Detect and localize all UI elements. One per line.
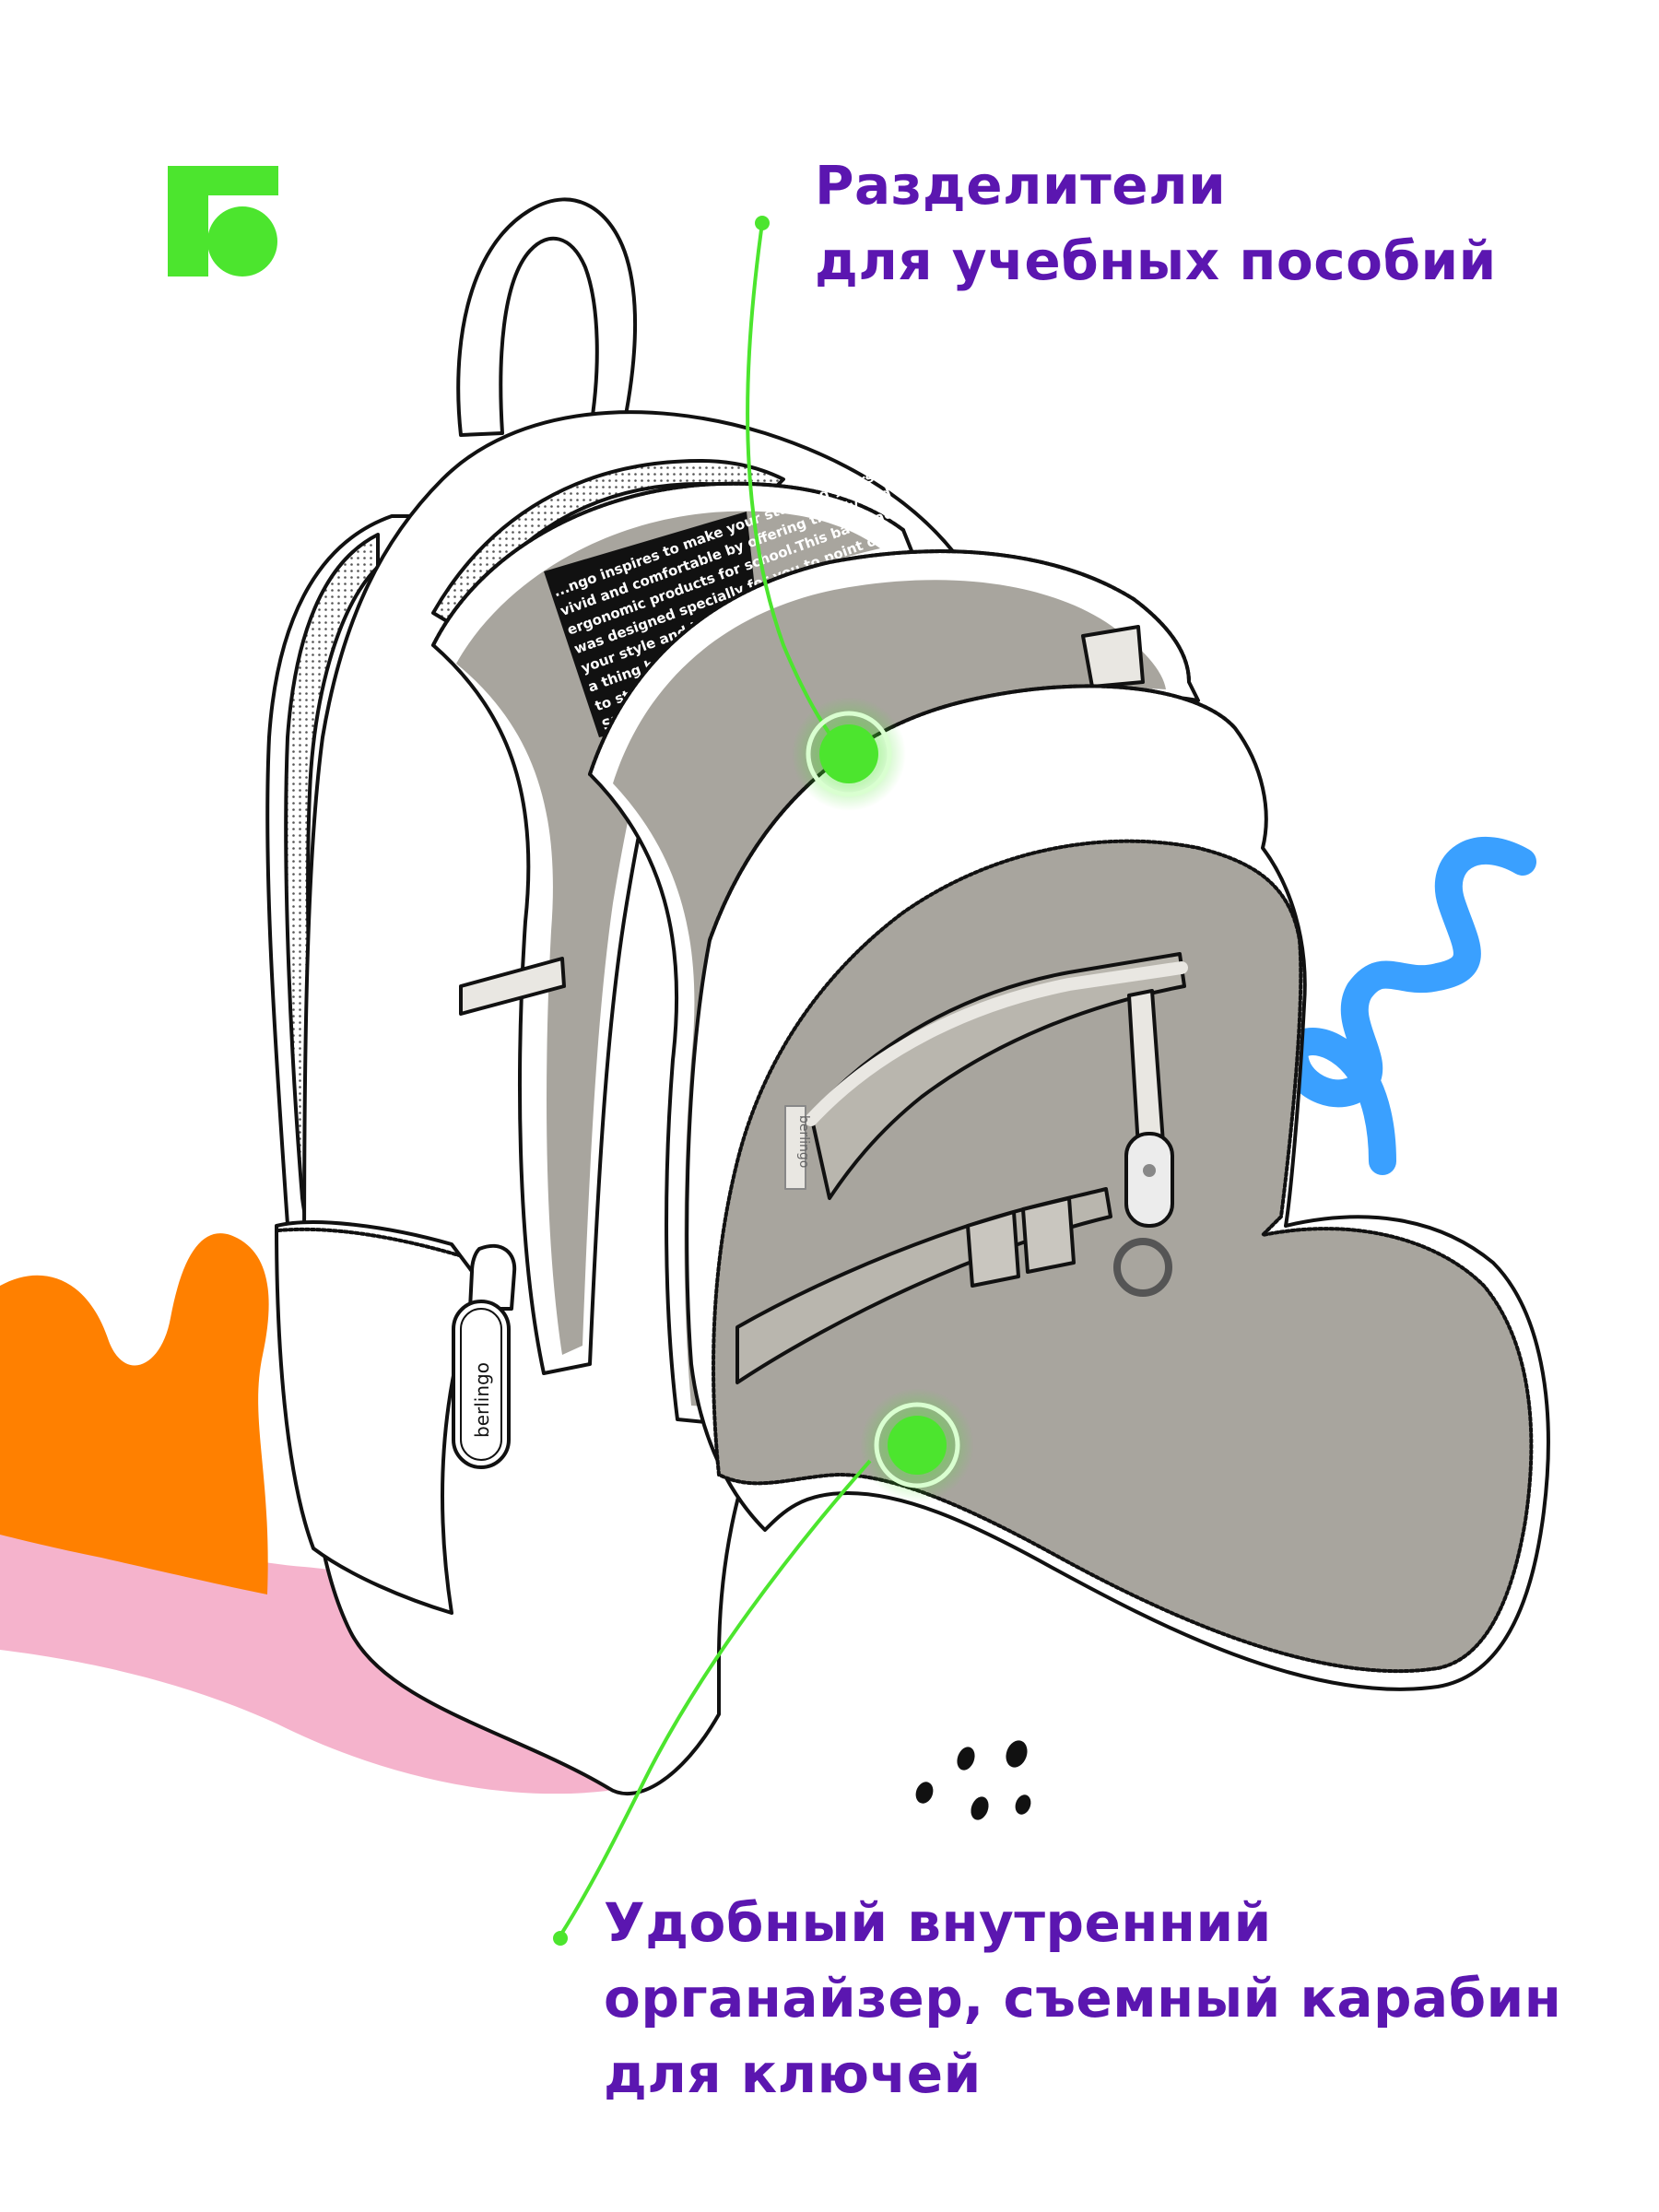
zipper-pull-text: berlingo xyxy=(471,1362,493,1438)
callout-dividers-line-2: для учебных пособий xyxy=(815,229,1497,292)
callout-line-bottom xyxy=(559,1459,872,1937)
callout-organizer-line-1: Удобный внутренний xyxy=(604,1891,1272,1954)
callout-organizer-line-3: для ключей xyxy=(604,2042,982,2105)
compartment-2-zip xyxy=(588,549,1191,776)
organizer-pen-slot-2 xyxy=(1021,1196,1076,1274)
zipper-pull: berlingo xyxy=(452,1243,517,1469)
hotspot-dividers xyxy=(792,697,906,811)
hotspot-organizer xyxy=(860,1388,974,1502)
compartment-2-handle-tab xyxy=(1081,625,1145,688)
key-carabiner xyxy=(1113,1132,1174,1297)
callout-anchor-bottom xyxy=(553,1931,568,1946)
front-compartment-zip-top xyxy=(708,684,1237,942)
sewn-brand-tag xyxy=(784,1105,806,1190)
callout-dividers-caption: Разделители для учебных пособий xyxy=(815,147,1497,299)
top-handle xyxy=(456,197,638,437)
compartment-1-lining xyxy=(456,511,880,1355)
compartment-1-zip xyxy=(431,481,905,647)
callout-organizer-caption: Удобный внутренний органайзер, съемный к… xyxy=(604,1885,1561,2112)
orange-blob xyxy=(0,1233,269,1594)
side-pocket-zip xyxy=(276,1227,461,1257)
compartment-1-elastic xyxy=(459,957,566,1016)
sewn-brand-tag-text: berlingo xyxy=(796,1115,811,1168)
berlingo-logo xyxy=(168,166,278,276)
callout-anchor-top xyxy=(755,216,770,230)
side-pocket xyxy=(275,1220,481,1615)
blue-squiggle xyxy=(1280,837,1536,1175)
organizer-zip-line xyxy=(805,961,1188,1126)
callout-organizer-line-2: органайзер, съемный карабин xyxy=(604,1967,1562,2030)
callout-dividers-line-1: Разделители xyxy=(815,154,1227,217)
organizer-pen-slot-1 xyxy=(966,1210,1020,1288)
black-dots xyxy=(915,1740,1031,1820)
